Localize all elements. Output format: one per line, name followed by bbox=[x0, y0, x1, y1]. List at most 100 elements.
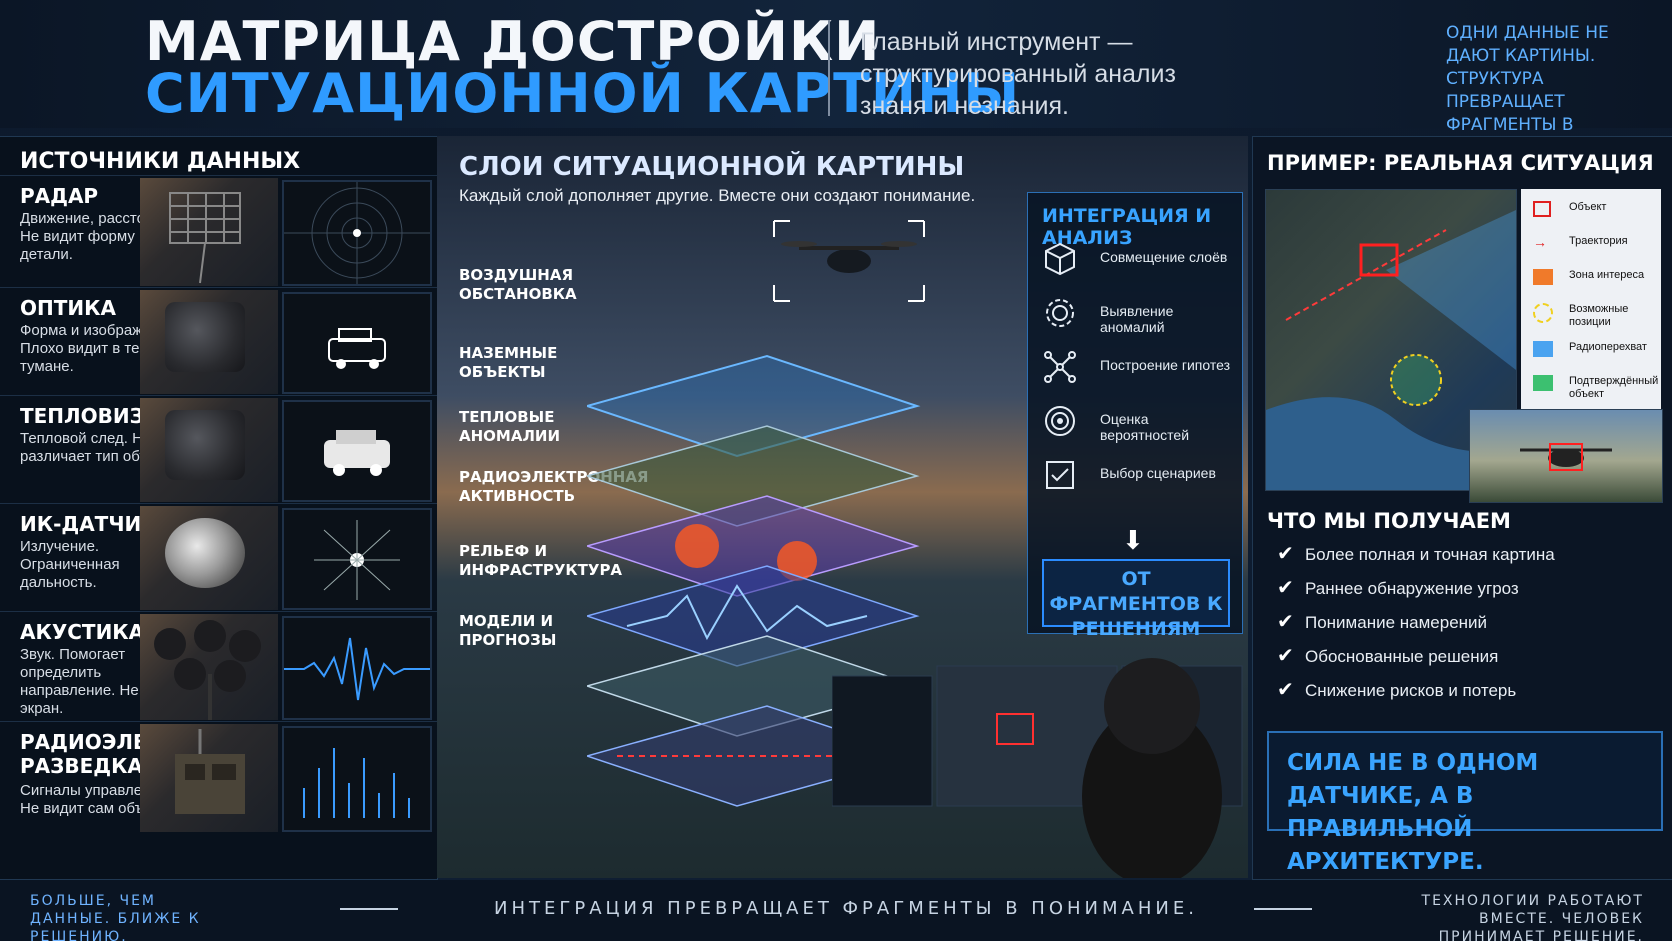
result-item: ✔ Понимание намерений bbox=[1277, 609, 1487, 634]
integration-item-label: Построение гипотез bbox=[1100, 357, 1230, 373]
drone-thumbnail bbox=[1469, 409, 1663, 503]
legend-label: Подтверждённый объект bbox=[1569, 375, 1659, 400]
integration-panel: ИНТЕГРАЦИЯ И АНАЛИЗ Совмещение слоёв Выя… bbox=[1027, 192, 1243, 640]
legend-label: Объект bbox=[1569, 201, 1607, 213]
ir-flare-icon bbox=[314, 520, 400, 600]
integration-item-label: Выявление аномалий bbox=[1100, 303, 1174, 335]
integration-item: Выявление аномалий bbox=[1042, 291, 1232, 335]
source-name: РАДАР bbox=[20, 184, 99, 208]
target-icon bbox=[1045, 406, 1075, 436]
fragments-to-decisions-button[interactable]: ОТ ФРАГМЕНТОВ К РЕШЕНИЯМ bbox=[1042, 559, 1230, 640]
confirmed-object-marker bbox=[1390, 354, 1442, 406]
legend-intercept-swatch bbox=[1533, 341, 1553, 357]
result-label: Раннее обнаружение угроз bbox=[1305, 579, 1519, 598]
layer-label: НАЗЕМНЫЕ ОБЪЕКТЫ bbox=[459, 344, 558, 381]
source-optics: ОПТИКА Форма и изображение. Плохо видит … bbox=[0, 287, 437, 396]
integration-item-label: Совмещение слоёв bbox=[1100, 249, 1228, 265]
slogan-box: СИЛА НЕ В ОДНОМ ДАТЧИКЕ, А В ПРАВИЛЬНОЙ … bbox=[1267, 731, 1663, 875]
footer-left: БОЛЬШЕ, ЧЕМ ДАННЫЕ. БЛИЖЕ К РЕШЕНИЮ. bbox=[30, 893, 201, 941]
result-item: ✔Снижение рисков и потерь bbox=[1277, 677, 1516, 702]
source-thermal: ТЕПЛОВИЗОР Тепловой след. Не различает т… bbox=[0, 395, 437, 504]
cube-icon bbox=[1045, 242, 1075, 276]
page-title-line1: МАТРИЦА ДОСТРОЙКИ bbox=[145, 10, 881, 73]
spectrum-icon bbox=[303, 748, 410, 818]
river bbox=[1266, 397, 1516, 490]
footer-divider bbox=[340, 908, 398, 910]
legend-zone-swatch bbox=[1533, 269, 1553, 285]
result-label: Более полная и точная картина bbox=[1305, 545, 1555, 564]
layers-subtitle: Каждый слой дополняет другие. Вместе они… bbox=[459, 186, 976, 205]
layer-label: МОДЕЛИ И ПРОГНОЗЫ bbox=[459, 612, 557, 649]
source-name: ОПТИКА bbox=[20, 296, 116, 320]
header-quote: ОДНИ ДАННЫЕ НЕ ДАЮТ КАРТИНЫ. СТРУКТУРА П… bbox=[1446, 23, 1609, 158]
header-divider bbox=[828, 20, 830, 116]
ir-sensor-icon bbox=[165, 518, 245, 588]
thermal-photo bbox=[140, 398, 278, 502]
legend-label: Радиоперехват bbox=[1569, 341, 1647, 353]
radar-photo bbox=[140, 178, 278, 286]
result-item: ✔ Более полная и точная картина bbox=[1277, 541, 1555, 566]
target-marker-icon bbox=[996, 713, 1034, 745]
optics-photo bbox=[140, 290, 278, 394]
layer-label: ТЕПЛОВЫЕ АНОМАЛИИ bbox=[459, 408, 561, 445]
heat-spot bbox=[675, 524, 719, 568]
result-item: ✔Обоснованные решения bbox=[1277, 643, 1498, 668]
layer-stack-graphic bbox=[587, 354, 921, 807]
source-acoustic: АКУСТИКА Звук. Помогает определить напра… bbox=[0, 611, 437, 722]
car-outline-icon bbox=[328, 328, 386, 369]
legend-label: Возможные позиции bbox=[1569, 303, 1629, 328]
gear-icon bbox=[1046, 299, 1074, 327]
legend-positions-swatch bbox=[1533, 303, 1553, 323]
source-radar: РАДАР Движение, расстояние. Не видит фор… bbox=[0, 175, 437, 288]
network-icon bbox=[1044, 351, 1076, 383]
acoustic-photo bbox=[140, 614, 278, 720]
header: МАТРИЦА ДОСТРОЙКИ СИТУАЦИОННОЙ КАРТИНЫ Г… bbox=[0, 0, 1672, 158]
layer-label: РАДИОЭЛЕКТРОННАЯ АКТИВНОСТЬ bbox=[459, 468, 649, 505]
heat-spot bbox=[777, 541, 817, 581]
checklist-icon bbox=[1046, 461, 1074, 489]
thermal-screen bbox=[282, 400, 432, 502]
layer-radio bbox=[587, 565, 920, 667]
legend-label: Зона интереса bbox=[1569, 269, 1645, 281]
results-title: ЧТО МЫ ПОЛУЧАЕМ bbox=[1267, 509, 1511, 533]
legend-arrow-icon: → bbox=[1533, 234, 1547, 250]
layer-ground bbox=[587, 425, 920, 527]
button-label: ОТ ФРАГМЕНТОВ К РЕШЕНИЯМ bbox=[1049, 568, 1223, 640]
footer-right: ТЕХНОЛОГИИ РАБОТАЮТ ВМЕСТЕ. ЧЕЛОВЕК ПРИН… bbox=[1421, 893, 1644, 941]
layer-air bbox=[587, 354, 921, 458]
microphone-array-icon bbox=[154, 620, 261, 720]
slogan-text: СИЛА НЕ В ОДНОМ ДАТЧИКЕ, А В ПРАВИЛЬНОЙ … bbox=[1287, 750, 1539, 875]
layer-label: ВОЗДУШНАЯ ОБСТАНОВКА bbox=[459, 266, 577, 303]
operator-workstation bbox=[832, 658, 1243, 878]
radar-screen bbox=[282, 180, 432, 286]
checkmark-icon: ✔ bbox=[1277, 611, 1294, 633]
footer-center: ИНТЕГРАЦИЯ ПРЕВРАЩАЕТ ФРАГМЕНТЫ В ПОНИМА… bbox=[494, 898, 1198, 919]
map-overlay bbox=[1266, 210, 1516, 490]
camera-device-icon bbox=[165, 302, 245, 372]
example-title: ПРИМЕР: РЕАЛЬНАЯ СИТУАЦИЯ bbox=[1267, 151, 1654, 175]
result-label: Понимание намерений bbox=[1305, 613, 1488, 632]
integration-item-label: Оценка вероятностей bbox=[1100, 411, 1190, 443]
page-subtitle: Главный инструмент — структурированный а… bbox=[860, 28, 1176, 120]
result-item: ✔ Раннее обнаружение угроз bbox=[1277, 575, 1519, 600]
ir-photo bbox=[140, 506, 278, 610]
quadcopter-icon bbox=[773, 220, 925, 302]
layers-panel: СЛОИ СИТУАЦИОННОЙ КАРТИНЫ Каждый слой до… bbox=[437, 136, 1248, 878]
radio-station-icon bbox=[175, 729, 245, 814]
legend-label: Траектория bbox=[1569, 235, 1628, 247]
integration-item: Построение гипотез bbox=[1042, 345, 1232, 389]
checkmark-icon: ✔ bbox=[1277, 577, 1294, 599]
waveform-icon bbox=[284, 637, 430, 701]
drone-thumbnail-icon bbox=[1520, 443, 1612, 471]
data-sources-panel: ИСТОЧНИКИ ДАННЫХ РАДАР Движение, расстоя… bbox=[0, 136, 438, 880]
thermal-car-icon bbox=[324, 430, 390, 476]
checkmark-icon: ✔ bbox=[1277, 543, 1294, 565]
result-label: Снижение рисков и потерь bbox=[1305, 681, 1517, 700]
layers-title: СЛОИ СИТУАЦИОННОЙ КАРТИНЫ bbox=[459, 152, 965, 182]
object-marker-icon bbox=[1359, 243, 1399, 277]
thermal-camera-icon bbox=[165, 410, 245, 480]
layer-thermal bbox=[587, 495, 920, 597]
checkmark-icon: ✔ bbox=[1277, 645, 1294, 667]
footer-divider bbox=[1254, 908, 1312, 910]
source-desc: Излучение. Ограниченная дальность. bbox=[20, 538, 120, 591]
